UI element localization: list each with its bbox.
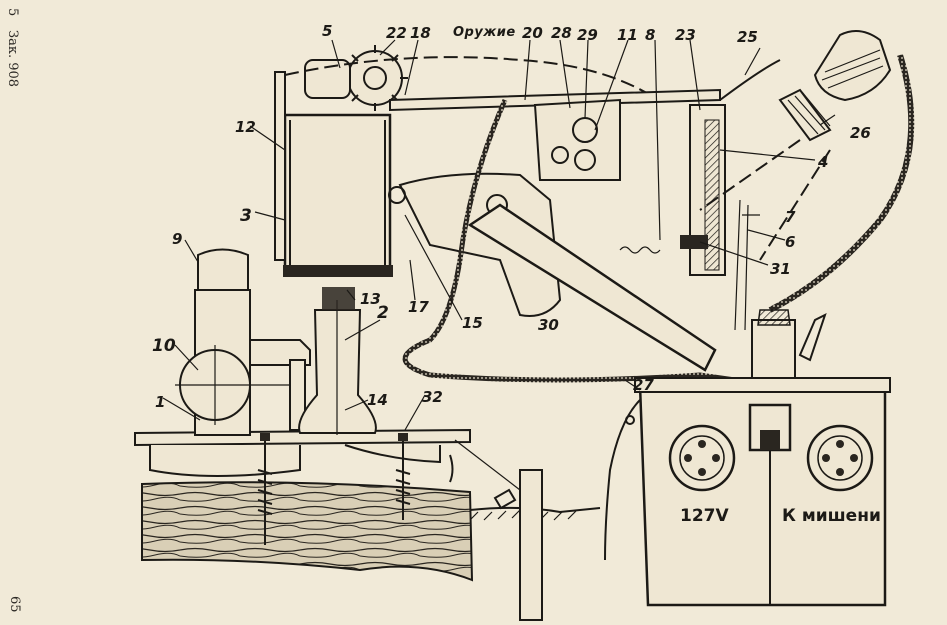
label-2: 2 bbox=[377, 303, 389, 323]
clamp-hook bbox=[449, 454, 454, 483]
cable-to-lamp bbox=[768, 54, 915, 313]
socket-target[interactable] bbox=[806, 424, 874, 492]
side-plate bbox=[274, 71, 286, 261]
label-11: 11 bbox=[617, 26, 638, 44]
housing-bottom-rail bbox=[283, 265, 393, 277]
label-12: 12 bbox=[235, 118, 256, 136]
label-8: 8 bbox=[645, 26, 656, 44]
plug-grip bbox=[757, 309, 791, 326]
label-10: 10 bbox=[152, 336, 176, 356]
label-25: 25 bbox=[737, 28, 758, 46]
ground-stake bbox=[519, 469, 543, 621]
hanging-cord bbox=[604, 399, 641, 561]
housing-box bbox=[283, 113, 392, 277]
label-14: 14 bbox=[367, 391, 388, 409]
label-weapon: Оружие bbox=[453, 25, 516, 40]
leader-lines bbox=[162, 39, 836, 431]
socket-target-label: К мишени bbox=[782, 506, 881, 526]
light-rays bbox=[699, 139, 831, 261]
label-30: 30 bbox=[538, 316, 559, 334]
label-26: 26 bbox=[850, 124, 871, 142]
label-3: 3 bbox=[240, 206, 252, 226]
label-15: 15 bbox=[462, 314, 483, 332]
toggle-lever bbox=[798, 313, 827, 362]
knob-centerline bbox=[175, 345, 290, 425]
lamp-assembly bbox=[778, 30, 892, 142]
socket-127v[interactable] bbox=[668, 424, 736, 492]
label-28: 28 bbox=[551, 24, 572, 42]
label-22: 22 bbox=[386, 24, 407, 42]
diagonal-arm bbox=[467, 203, 717, 372]
label-13: 13 bbox=[360, 290, 381, 308]
connecting-arm bbox=[249, 339, 311, 366]
label-31: 31 bbox=[770, 260, 791, 278]
guy-wire bbox=[454, 439, 521, 491]
wood-screw-right bbox=[395, 433, 411, 520]
label-23: 23 bbox=[675, 26, 696, 44]
label-7: 7 bbox=[785, 208, 796, 226]
label-32: 32 bbox=[422, 388, 443, 406]
label-9: 9 bbox=[172, 230, 183, 248]
coil-spring bbox=[619, 246, 661, 254]
fuse-core bbox=[760, 430, 780, 450]
label-4: 4 bbox=[818, 153, 829, 171]
housing-inner-edges bbox=[289, 120, 386, 272]
wooden-plank bbox=[141, 481, 474, 582]
base-foot-left bbox=[149, 445, 301, 477]
wing-nut bbox=[493, 488, 517, 510]
right-plate-hatched bbox=[704, 119, 720, 271]
box-plug bbox=[751, 319, 796, 379]
wood-screw-left bbox=[257, 433, 273, 545]
label-18: 18 bbox=[410, 24, 431, 42]
weapon-outline-upper bbox=[284, 56, 651, 96]
trigger-body bbox=[398, 172, 562, 317]
label-1: 1 bbox=[155, 393, 166, 411]
base-foot-right bbox=[344, 444, 441, 464]
wire-25 bbox=[719, 59, 781, 101]
pillar-cap bbox=[197, 248, 249, 291]
label-17: 17 bbox=[408, 298, 429, 316]
label-27: 27 bbox=[633, 376, 654, 394]
label-6: 6 bbox=[785, 233, 796, 251]
label-20: 20 bbox=[522, 24, 543, 42]
pivot-15 bbox=[388, 186, 406, 204]
label-5: 5 bbox=[322, 22, 333, 40]
label-29: 29 bbox=[577, 26, 598, 44]
cable-main bbox=[402, 98, 736, 383]
gear-housing-block bbox=[304, 59, 351, 99]
socket-127v-label: 127V bbox=[680, 506, 729, 526]
spring-coupling bbox=[322, 287, 355, 310]
wires-6-7 bbox=[734, 199, 749, 331]
terminal-31 bbox=[680, 235, 708, 249]
